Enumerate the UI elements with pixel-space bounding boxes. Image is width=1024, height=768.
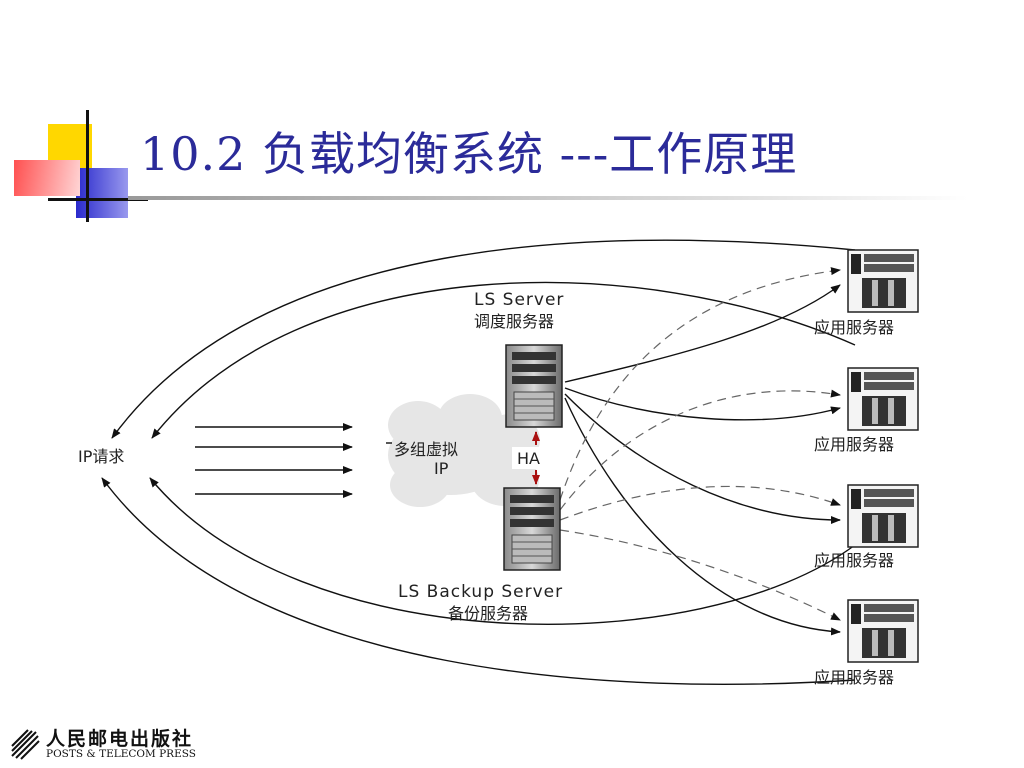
ls-server-icon (505, 344, 563, 428)
ls-backup-server-icon (503, 487, 561, 571)
response-arc-outer-top (111, 239, 856, 439)
publisher-logo: 人民邮电出版社 POSTS & TELECOM PRESS (10, 722, 220, 764)
app-server-label-4: 应用服务器 (814, 668, 894, 687)
publisher-name-en: POSTS & TELECOM PRESS (46, 748, 196, 760)
ha-label: HA (517, 449, 540, 468)
ls-server-name: LS Server (474, 290, 564, 310)
publisher-mark-icon (11, 729, 40, 760)
publisher-name-cn: 人民邮电出版社 (46, 728, 194, 750)
dispatch-arrow-4 (564, 397, 841, 636)
ha-label-bg (512, 447, 556, 469)
virtual-ip-cloud (388, 394, 540, 507)
backup-arrow-4 (559, 529, 841, 621)
request-arrows (195, 423, 392, 498)
deco-vertical-line (86, 110, 89, 222)
dispatch-arrow-2 (564, 387, 841, 421)
backup-arrow-1 (559, 267, 841, 501)
app-server-label-1: 应用服务器 (814, 318, 894, 337)
title-underline (128, 196, 968, 200)
response-arc-inner-top (151, 281, 856, 439)
backup-arrow-3 (559, 485, 841, 521)
dispatch-arrow-1 (564, 284, 841, 383)
page-title: 10.2 负载均衡系统 ---工作原理 (140, 127, 798, 181)
virtual-ip-label-line1: 多组虚拟 (394, 440, 458, 459)
app-server-label-2: 应用服务器 (814, 435, 894, 454)
app-server-icon-2 (847, 367, 919, 431)
app-server-icon-4 (847, 599, 919, 663)
response-arc-inner-bottom (149, 477, 856, 625)
ls-backup-server-name: LS Backup Server (398, 582, 563, 602)
app-server-icon-3 (847, 484, 919, 548)
deco-horizontal-line (48, 198, 148, 201)
virtual-ip-label-line2: IP (434, 459, 449, 478)
dispatch-arrow-3 (564, 393, 841, 524)
ls-server-role: 调度服务器 (474, 312, 554, 331)
app-server-icon-1 (847, 249, 919, 313)
deco-blue-block (76, 168, 128, 218)
response-arc-outer-bottom (101, 477, 856, 685)
deco-red-block (14, 160, 80, 196)
app-server-label-3: 应用服务器 (814, 551, 894, 570)
ls-backup-server-role: 备份服务器 (448, 604, 528, 623)
backup-arrow-2 (559, 389, 841, 511)
client-label: IP请求 (78, 447, 124, 466)
